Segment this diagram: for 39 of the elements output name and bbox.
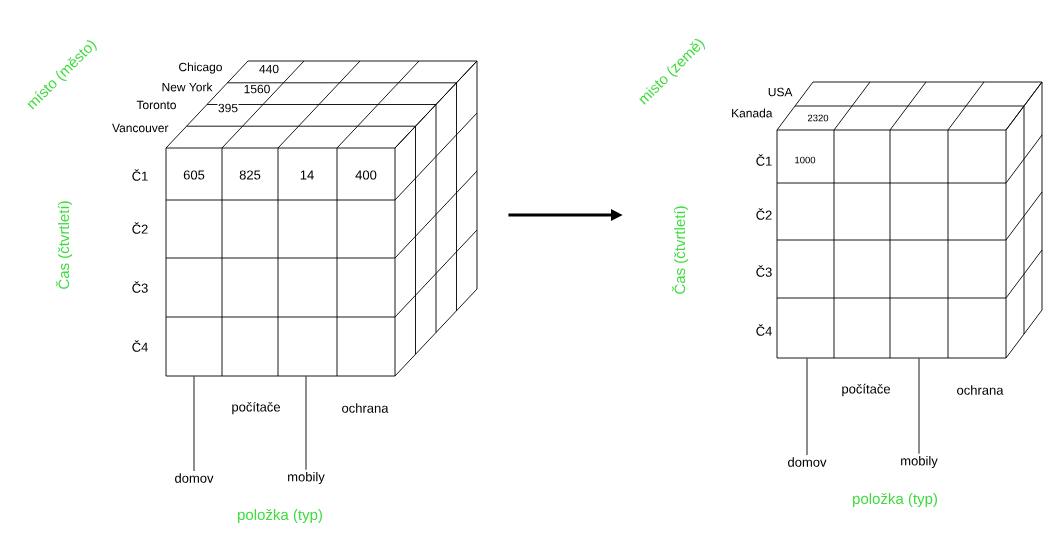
category-label: počítače (232, 401, 280, 415)
category-label: ochrana (342, 403, 389, 413)
cell-value: 14 (298, 169, 316, 181)
row-label: Č4 (132, 340, 148, 352)
cell-value: 395 (217, 103, 239, 113)
leader-line (193, 375, 195, 472)
row-label: Č1 (756, 154, 772, 166)
axis-title: Čas (čtvrtletí) (55, 201, 73, 289)
axis-title: položka (typ) (853, 493, 937, 507)
category-label: ochrana (957, 385, 1004, 395)
category-label: počítače (842, 383, 890, 397)
row-label: Chicago (179, 62, 222, 74)
row-label: Č3 (132, 281, 148, 293)
row-label: Č2 (132, 222, 148, 234)
cell-value: 440 (258, 64, 280, 74)
category-label: mobily (901, 455, 938, 469)
row-label: Toronto (136, 100, 176, 110)
axis-title: položka (typ) (238, 509, 322, 523)
row-label: Č4 (756, 324, 772, 336)
category-label: domov (788, 457, 827, 467)
row-label: Č3 (756, 265, 772, 277)
row-label: USA (768, 87, 793, 97)
cell-value: 605 (182, 169, 206, 181)
leader-line (305, 375, 307, 471)
row-label: Kanada (732, 108, 773, 118)
category-label: domov (175, 473, 214, 483)
row-label: New York (162, 82, 213, 92)
leader-line (918, 357, 920, 455)
row-label: Vancouver (112, 123, 169, 133)
row-label: Č2 (756, 208, 772, 220)
cell-value: 825 (238, 169, 262, 181)
cell-value: 400 (354, 169, 378, 181)
cell-value: 2320 (806, 114, 830, 122)
leader-line (806, 357, 808, 456)
axis-title: Čas (čtvrtletí) (671, 206, 689, 294)
cell-value: 1560 (243, 84, 271, 94)
cell-value: 1000 (793, 156, 817, 164)
category-label: mobily (288, 471, 325, 485)
row-label: Č1 (132, 169, 148, 181)
